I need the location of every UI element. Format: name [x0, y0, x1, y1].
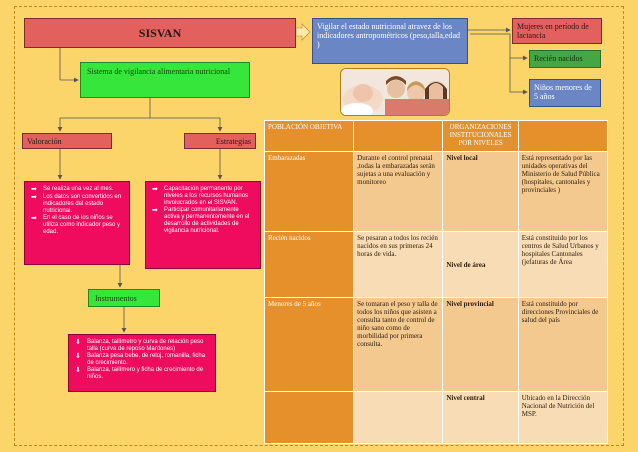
- family-photo-illustration: [341, 69, 449, 115]
- list-item: ➡ Participar comunitariamente activa y pe…: [152, 207, 256, 235]
- table-cell: Nivel provincial: [442, 296, 519, 393]
- instrumentos-box: Instrumentos: [88, 289, 160, 307]
- table-header-row: POBLACIÓN OBJETIVA ORGANIZACIONES INSTIT…: [263, 120, 609, 152]
- recien-nacidos-text: Recién nacidos: [534, 54, 583, 63]
- arrow-bullet-icon: ➡: [152, 207, 158, 214]
- list-item: ➡ Los datos son convertidos en indicadore…: [31, 194, 125, 215]
- down-arrow-bullet-icon: ⬇: [75, 367, 81, 374]
- list-item-text: Participar comunitariamente activa y per…: [164, 207, 250, 234]
- valoracion-box: Valoración: [22, 133, 112, 149]
- table-cell: Ubicado en la Dirección Nacional de Nutr…: [517, 391, 609, 444]
- list-item-text: En el caso de los niños se utiliza como …: [43, 215, 121, 235]
- ninos-text: Niños menores de 5 años: [534, 83, 592, 101]
- recien-nacidos-box: Recién nacidos: [529, 50, 601, 68]
- table-cell: [353, 391, 444, 444]
- sistema-box: Sistema de vigilancia alimentaria nutric…: [80, 62, 250, 98]
- list-item: ⬇ Balanza pesa bebe, de reloj, romanilla,…: [75, 353, 211, 367]
- table-cell: [263, 391, 355, 444]
- down-arrow-bullet-icon: ⬇: [75, 353, 81, 360]
- table-row: Nivel central Ubicado en la Dirección Na…: [263, 391, 609, 444]
- estrategias-box: Estrategias: [184, 133, 256, 149]
- table-row: Menores de 5 años Se tomaran el peso y t…: [263, 296, 609, 393]
- table-cell: Nivel local: [442, 150, 519, 233]
- family-photo: [340, 68, 450, 116]
- mujeres-box: Mujeres en período de lactancia: [512, 18, 602, 44]
- instrumentos-label: Instrumentos: [95, 294, 137, 303]
- table-cell: Menores de 5 años: [263, 296, 355, 393]
- down-arrow-bullet-icon: ⬇: [75, 339, 81, 346]
- table-cell: Está constituido por direcciones Provinc…: [517, 296, 609, 393]
- ninos-box: Niños menores de 5 años: [529, 79, 601, 107]
- list-item-text: Balanza, tallímetro y curva de relación …: [87, 339, 204, 352]
- list-item: ➡ Capacitación permanente por niveles a l…: [152, 186, 256, 207]
- table-cell: Está representado por las unidades opera…: [517, 150, 609, 233]
- list-item-text: Balanza pesa bebe, de reloj, romanilla, …: [87, 353, 206, 366]
- table-cell: Embarazadas: [263, 150, 355, 233]
- column-header: POBLACIÓN OBJETIVA: [263, 120, 355, 152]
- sisvan-title-box: SISVAN: [24, 18, 296, 48]
- table-cell: Recién nacidos: [263, 231, 355, 298]
- list-item: ⬇ Balanza, tallímetro y curva de relación…: [75, 339, 211, 353]
- table-row: Recién nacidos Se pesaran a todos los re…: [263, 231, 609, 298]
- instrumentos-list: ⬇ Balanza, tallímetro y curva de relación…: [68, 334, 216, 392]
- list-item: ➡ Se realiza una vez al mes.: [31, 186, 125, 194]
- list-item-text: Capacitación permanente por niveles a lo…: [164, 186, 249, 206]
- table-cell: Está constituido por los centros de Salu…: [517, 231, 609, 298]
- valoracion-label: Valoración: [27, 137, 62, 146]
- list-item: ⬇ Balanza, tallímero y ficha de crecimien…: [75, 367, 211, 381]
- table-row: Embarazadas Durante el control prenatal …: [263, 150, 609, 233]
- vigilar-text: Vigilar el estado nutricional atravez de…: [317, 22, 461, 49]
- arrow-bullet-icon: ➡: [152, 186, 158, 193]
- data-table: POBLACIÓN OBJETIVA ORGANIZACIONES INSTIT…: [263, 120, 609, 444]
- arrow-bullet-icon: ➡: [31, 186, 37, 193]
- arrow-bullet-icon: ➡: [31, 194, 37, 201]
- sisvan-title: SISVAN: [138, 25, 182, 40]
- table-cell: Se tomaran el peso y talla de todos los …: [353, 296, 444, 393]
- table-cell: Nivel de área: [442, 231, 519, 298]
- list-item: ➡ En el caso de los niños se utiliza como…: [31, 215, 125, 236]
- estrategias-label: Estrategias: [215, 137, 251, 146]
- valoracion-list: ➡ Se realiza una vez al mes. ➡ Los datos s…: [24, 181, 130, 265]
- vigilar-box: Vigilar el estado nutricional atravez de…: [312, 18, 468, 64]
- table-cell: Se pesaran a todos los recién nacidos en…: [353, 231, 444, 298]
- table-cell: Durante el control prenatal ,todas la em…: [353, 150, 444, 233]
- mujeres-text: Mujeres en período de lactancia: [517, 22, 589, 40]
- column-header: [517, 120, 609, 152]
- table-cell: Nivel central: [442, 391, 519, 444]
- list-item-text: Los datos son convertidos en indicadores…: [43, 194, 122, 214]
- list-item-text: Balanza, tallímero y ficha de crecimient…: [87, 367, 204, 380]
- column-header: [353, 120, 444, 152]
- arrow-bullet-icon: ➡: [31, 215, 37, 222]
- column-header: ORGANIZACIONES INSTITUCIONALES POR NIVEL…: [442, 120, 519, 152]
- sistema-text: Sistema de vigilancia alimentaria nutric…: [87, 67, 231, 76]
- estrategias-list: ➡ Capacitación permanente por niveles a l…: [145, 181, 261, 269]
- organizaciones-table: POBLACIÓN OBJETIVA ORGANIZACIONES INSTIT…: [263, 120, 609, 444]
- list-item-text: Se realiza una vez al mes.: [43, 186, 114, 192]
